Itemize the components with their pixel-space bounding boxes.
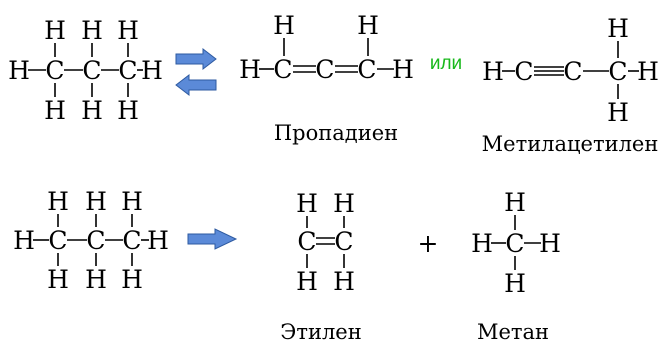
carbon-atom: C [118, 56, 137, 85]
hydrogen-atom: H [147, 226, 169, 255]
hydrogen-atom: H [85, 187, 107, 216]
carbon-atom: C [315, 55, 334, 84]
hydrogen-atom: H [607, 98, 629, 127]
carbon-atom: C [86, 226, 105, 255]
carbon-atom: C [122, 226, 141, 255]
hydrogen-atom: H [607, 14, 629, 43]
hydrogen-atom: H [47, 187, 69, 216]
hydrogen-atom: H [482, 57, 504, 86]
ethylene-label: Этилен [280, 320, 361, 344]
carbon-atom: C [505, 229, 524, 258]
carbon-atom: C [82, 56, 101, 85]
hydrogen-atom: H [471, 229, 493, 258]
hydrogen-atom: H [44, 16, 66, 45]
propadiene-label: Пропадиен [274, 121, 398, 145]
carbon-atom: C [608, 57, 627, 86]
hydrogen-atom: H [81, 96, 103, 125]
carbon-atom: C [563, 57, 582, 86]
methylacetylene-label: Метилацетилен [482, 132, 659, 156]
plus-sign: + [418, 229, 439, 258]
hydrogen-atom: H [273, 11, 295, 40]
hydrogen-atom: H [47, 265, 69, 294]
hydrogen-atom: H [296, 189, 318, 218]
or-word: или [430, 53, 462, 74]
hydrogen-atom: H [539, 229, 561, 258]
hydrogen-atom: H [239, 55, 261, 84]
hydrogen-atom: H [117, 16, 139, 45]
carbon-atom: C [357, 55, 376, 84]
arrow-right-icon [187, 228, 238, 250]
hydrogen-atom: H [44, 96, 66, 125]
hydrogen-atom: H [333, 189, 355, 218]
carbon-atom: C [334, 227, 353, 256]
hydrogen-atom: H [392, 55, 414, 84]
carbon-atom: C [514, 57, 533, 86]
hydrogen-atom: H [357, 11, 379, 40]
hydrogen-atom: H [504, 188, 526, 217]
hydrogen-atom: H [117, 96, 139, 125]
hydrogen-atom: H [296, 267, 318, 296]
hydrogen-atom: H [13, 226, 35, 255]
carbon-atom: C [273, 55, 292, 84]
hydrogen-atom: H [141, 56, 163, 85]
hydrogen-atom: H [121, 265, 143, 294]
hydrogen-atom: H [121, 187, 143, 216]
hydrogen-atom: H [504, 269, 526, 298]
equilibrium-arrows [175, 47, 217, 97]
carbon-atom: C [45, 56, 64, 85]
carbon-atom: C [48, 226, 67, 255]
hydrogen-atom: H [81, 16, 103, 45]
carbon-atom: C [297, 227, 316, 256]
arrow-right-icon [175, 47, 217, 71]
hydrogen-atom: H [637, 57, 659, 86]
hydrogen-atom: H [85, 265, 107, 294]
arrow-left-icon [175, 73, 217, 97]
hydrogen-atom: H [333, 267, 355, 296]
methane-label: Метан [477, 320, 549, 344]
hydrogen-atom: H [8, 56, 30, 85]
